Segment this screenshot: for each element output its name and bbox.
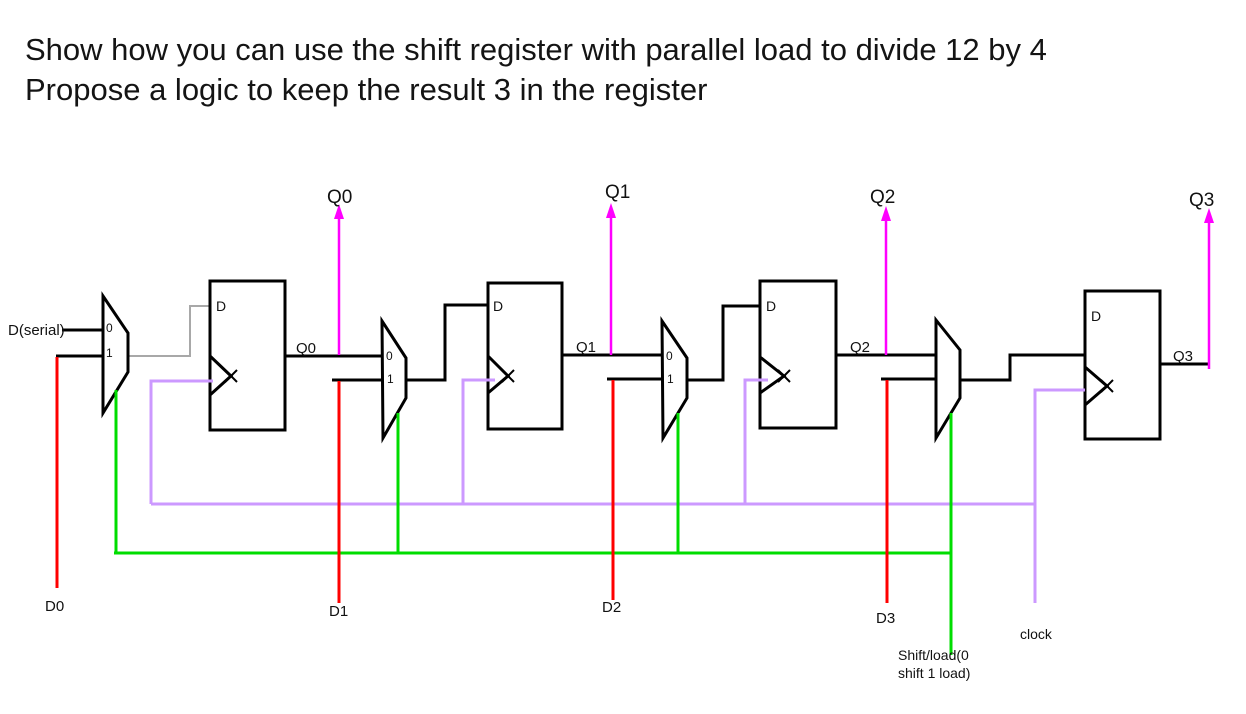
clock-branch-ff0 <box>149 379 213 504</box>
mux-shapes <box>101 291 962 444</box>
mux-2 <box>380 315 408 444</box>
arrowhead-icon <box>881 206 891 221</box>
mux-3 <box>660 316 689 444</box>
mux3-in1-label: 1 <box>667 372 674 386</box>
q2-wire-label: Q2 <box>850 339 870 356</box>
mux2-in0-label: 0 <box>386 349 393 363</box>
shift-load-label-line1: Shift/load(0 <box>898 647 969 663</box>
ff2-d-pin-label: D <box>766 298 776 314</box>
flipflop-2 <box>758 279 838 430</box>
flipflop-boxes <box>208 279 1162 441</box>
flipflop-3 <box>1083 289 1162 441</box>
mux1-in0-label: 0 <box>106 321 113 335</box>
parallel-input-lines <box>55 357 889 603</box>
clock-triangles <box>208 354 1114 407</box>
arrowhead-icon <box>1204 208 1214 223</box>
ff1-d-pin-label: D <box>493 298 503 314</box>
q0-output-label: Q0 <box>327 187 352 208</box>
clock-branch-ff2 <box>743 378 768 504</box>
d2-input-label: D2 <box>602 599 621 616</box>
q0-wire-label: Q0 <box>296 340 316 357</box>
black-wire-net <box>56 303 1209 382</box>
arrowhead-icon <box>334 204 344 219</box>
q3-wire-label: Q3 <box>1173 348 1193 365</box>
x-mark-icon <box>777 369 791 383</box>
arrowhead-icon <box>606 203 616 218</box>
mux-1 <box>101 291 130 419</box>
ff3-d-pin-label: D <box>1091 308 1101 324</box>
q-output-arrows <box>334 203 1214 369</box>
mux3-in0-label: 0 <box>666 349 673 363</box>
exercise-title: Show how you can use the shift register … <box>25 30 1047 110</box>
clock-x-marks <box>224 369 1114 393</box>
title-line-1: Show how you can use the shift register … <box>25 32 1047 67</box>
x-mark-icon <box>501 369 515 383</box>
title-line-2: Propose a logic to keep the result 3 in … <box>25 72 708 107</box>
d0-input-label: D0 <box>45 598 64 615</box>
q2-output-label: Q2 <box>870 187 895 208</box>
flipflop-0 <box>208 279 287 432</box>
mux1-in1-label: 1 <box>106 346 113 360</box>
shift-load-label-line2: shift 1 load) <box>898 665 970 681</box>
wire-mux4-out <box>960 353 1085 382</box>
clock-branch-ff3 <box>1033 388 1085 603</box>
d-serial-label: D(serial) <box>8 322 65 339</box>
q1-wire-label: Q1 <box>576 339 596 356</box>
wire-mux2-out <box>406 303 488 382</box>
x-mark-icon <box>1100 379 1114 393</box>
ff0-d-pin-label: D <box>216 298 226 314</box>
clock-label: clock <box>1020 626 1053 642</box>
wire-mux3-out <box>686 304 760 382</box>
q3-output-label: Q3 <box>1189 190 1214 211</box>
clock-branch-ff1 <box>461 378 495 504</box>
x-mark-icon <box>224 369 238 383</box>
mux2-in1-label: 1 <box>387 372 394 386</box>
d3-input-label: D3 <box>876 610 895 627</box>
q1-output-label: Q1 <box>605 182 630 203</box>
mux-4 <box>934 315 962 444</box>
shift-load-net <box>114 390 953 655</box>
d1-input-label: D1 <box>329 603 348 620</box>
wire-mux1-out <box>128 305 210 357</box>
